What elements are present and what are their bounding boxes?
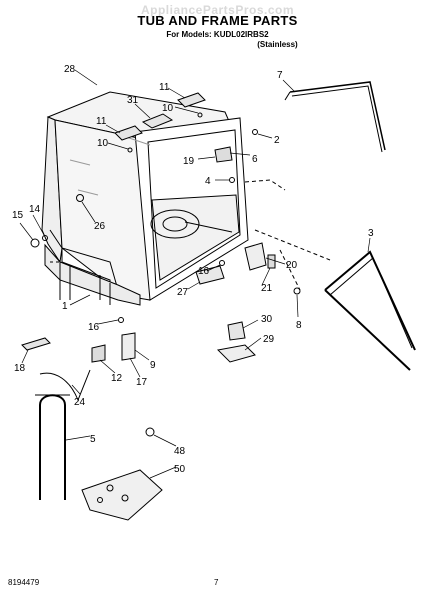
screw-14 — [42, 235, 48, 241]
part-48 — [145, 427, 155, 437]
callout-16-21: 16 — [88, 322, 100, 333]
watermark-text: AppliancePartsPros.com — [140, 3, 295, 17]
callout-26-11: 26 — [94, 221, 106, 232]
tub-inner-floor — [151, 194, 240, 281]
variant-line: (Stainless) — [257, 40, 298, 49]
document-number: 8194479 — [8, 578, 40, 587]
hose-5 — [39, 394, 66, 500]
callout-17-27: 17 — [136, 377, 148, 388]
diagram-title: TUB AND FRAME PARTS — [137, 13, 298, 28]
callout-7-6: 7 — [277, 70, 283, 81]
callout-31-1: 31 — [127, 95, 139, 106]
callout-2-7: 2 — [274, 135, 280, 146]
callout-28-0: 28 — [64, 64, 76, 75]
gasket-strip-7 — [289, 81, 386, 151]
callout-24-28: 24 — [74, 397, 86, 408]
bracket-31 — [141, 113, 174, 129]
callout-10-5: 10 — [97, 138, 109, 149]
leveling-leg-15 — [30, 238, 40, 248]
screw-10-left — [127, 147, 133, 153]
callout-18-25: 18 — [14, 363, 26, 374]
bracket-11-left — [114, 125, 143, 141]
callout-11-4: 11 — [96, 116, 107, 127]
models-line: For Models: KUDL02IRBS2 — [166, 30, 269, 39]
screw-16-left — [118, 317, 124, 323]
pad-50 — [81, 469, 163, 521]
part-12 — [91, 344, 106, 363]
callout-16-16: 16 — [198, 266, 210, 277]
tub-door-frame-inner — [147, 129, 241, 289]
door-gasket-3 — [324, 250, 416, 351]
part-29 — [216, 344, 256, 363]
part-6-clips — [214, 146, 233, 163]
callout-21-17: 21 — [261, 283, 273, 294]
callout-3-14: 3 — [368, 228, 374, 239]
screw-4 — [229, 177, 235, 183]
callout-15-12: 15 — [12, 210, 24, 221]
callout-12-26: 12 — [111, 373, 123, 384]
callout-27-18: 27 — [177, 287, 189, 298]
callout-14-13: 14 — [29, 204, 41, 215]
bracket-20 — [244, 242, 267, 271]
part-callouts: 2831111011107261942615143201621278116302… — [12, 64, 374, 475]
callout-50-31: 50 — [174, 464, 186, 475]
part-9-bracket — [121, 332, 136, 361]
part-30 — [227, 321, 246, 341]
callout-6-8: 6 — [252, 154, 258, 165]
tub-assembly — [41, 91, 249, 306]
callout-10-3: 10 — [162, 103, 174, 114]
screw-16-right — [219, 260, 225, 266]
callout-11-2: 11 — [159, 82, 170, 93]
spray-arm — [150, 209, 200, 239]
screw-10-top — [197, 112, 203, 118]
page-number: 7 — [214, 578, 219, 587]
wire-24 — [39, 369, 91, 402]
callout-9-24: 9 — [150, 360, 156, 371]
part-21 — [267, 254, 276, 269]
tub-base — [44, 243, 141, 306]
callout-8-19: 8 — [296, 320, 302, 331]
plug-26 — [76, 194, 84, 202]
callout-20-15: 20 — [286, 260, 298, 271]
hose-18 — [21, 337, 51, 351]
callout-48-29: 48 — [174, 446, 186, 457]
callout-5-30: 5 — [90, 434, 96, 445]
bracket-11-top — [177, 92, 206, 108]
part-27-bracket — [195, 265, 225, 285]
callout-29-23: 29 — [263, 334, 275, 345]
callout-19-9: 19 — [183, 156, 195, 167]
screw-8 — [293, 287, 301, 295]
callout-4-10: 4 — [205, 176, 211, 187]
callout-1-20: 1 — [62, 301, 68, 312]
screw-2 — [252, 129, 258, 135]
callout-30-22: 30 — [261, 314, 273, 325]
